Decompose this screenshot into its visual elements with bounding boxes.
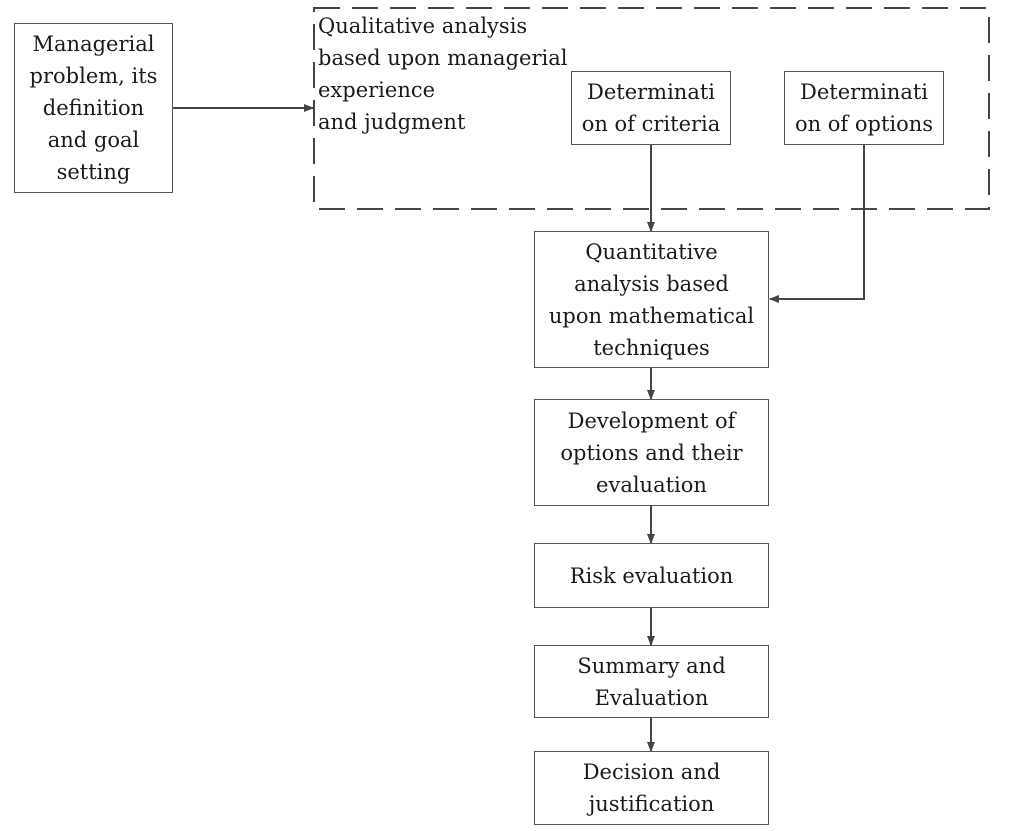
options-box-text: Determinati on of options <box>794 80 934 136</box>
quantitative-box: Quantitative analysis based upon mathema… <box>534 231 769 368</box>
problem-box: Managerial problem, its definition and g… <box>14 23 173 193</box>
qualitative-group-frame <box>313 7 990 210</box>
qualitative-group-label: Qualitative analysis based upon manageri… <box>318 14 568 134</box>
development-box-text: Development of options and their evaluat… <box>560 408 743 497</box>
summary-box: Summary and Evaluation <box>534 645 769 718</box>
criteria-box: Determinati on of criteria <box>571 71 731 145</box>
development-box: Development of options and their evaluat… <box>534 399 769 506</box>
problem-box-text: Managerial problem, its definition and g… <box>29 32 158 184</box>
options-box: Determinati on of options <box>784 71 944 145</box>
risk-box: Risk evaluation <box>534 543 769 608</box>
summary-box-text: Summary and Evaluation <box>577 653 726 710</box>
risk-box-text: Risk evaluation <box>569 563 734 588</box>
criteria-box-text: Determinati on of criteria <box>581 80 721 136</box>
decision-box-text: Decision and justification <box>582 760 721 816</box>
quantitative-box-text: Quantitative analysis based upon mathema… <box>548 239 755 360</box>
decision-box: Decision and justification <box>534 751 769 825</box>
arrow-options-to-quantitative <box>769 145 865 303</box>
